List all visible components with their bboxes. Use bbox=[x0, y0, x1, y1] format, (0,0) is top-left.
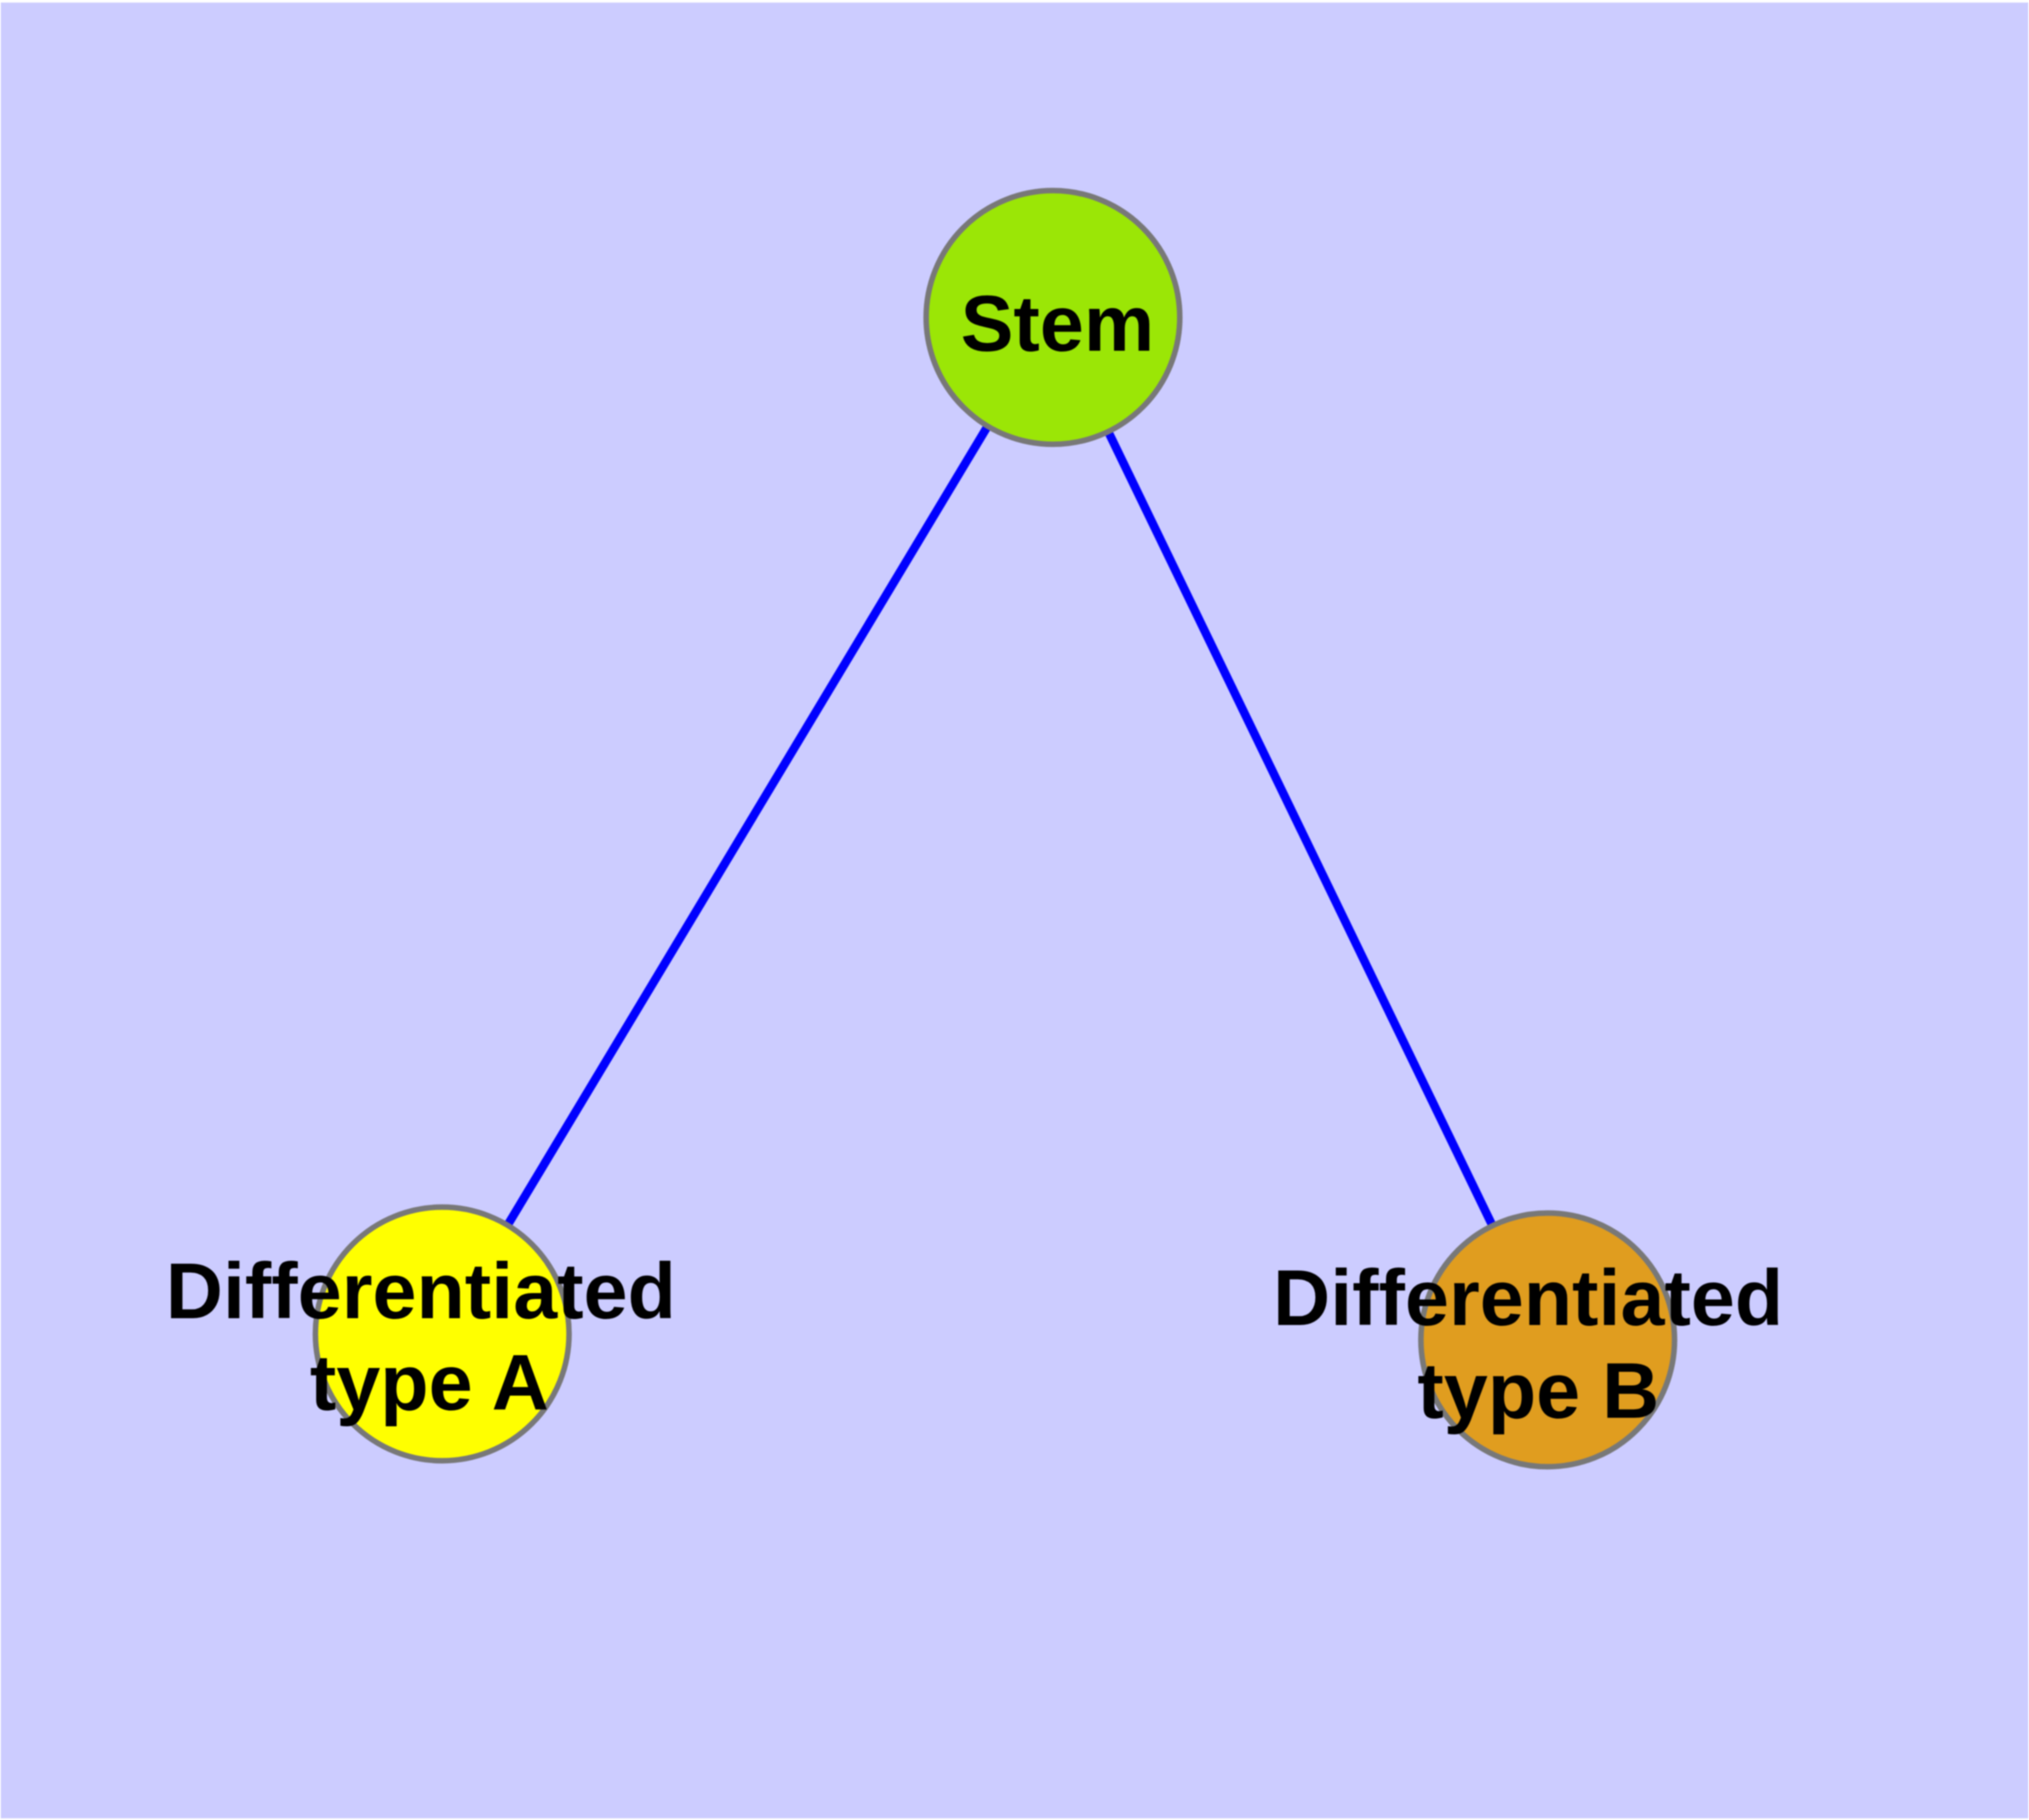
svg-text:Differentiated: Differentiated bbox=[1273, 1254, 1783, 1342]
svg-text:Stem: Stem bbox=[961, 279, 1154, 368]
svg-text:Differentiated: Differentiated bbox=[166, 1247, 676, 1336]
svg-text:type A: type A bbox=[310, 1338, 549, 1427]
svg-text:type B: type B bbox=[1417, 1347, 1659, 1435]
